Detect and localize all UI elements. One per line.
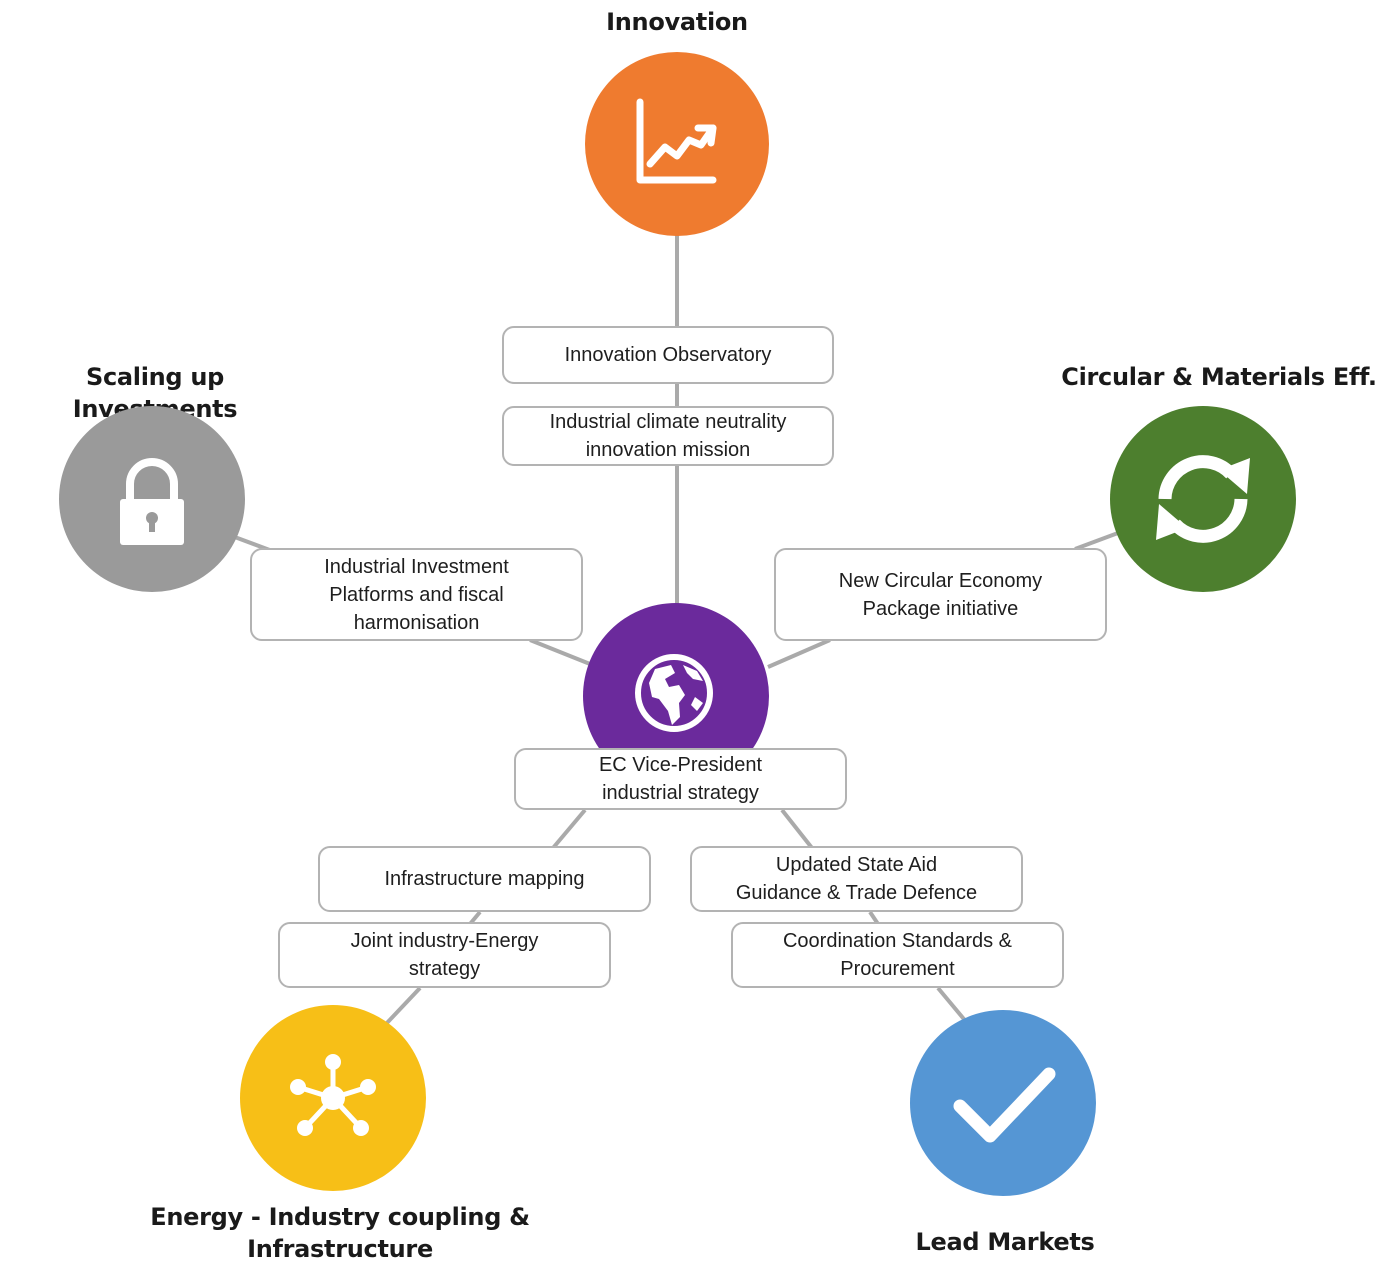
globe-icon [635,654,713,732]
connector-energy [383,986,422,1027]
box-climate-neutrality-mission: Industrial climate neutrality innovation… [502,406,834,466]
checkmark-icon [953,1067,1056,1143]
heading-energy-industry-coupling: Energy - Industry coupling & Infrastruct… [150,1203,530,1263]
connector-circular [1074,531,1119,551]
energy-industry-circle [240,1005,426,1191]
recycle-arrows-icon [1156,455,1250,543]
connector-package-center [767,638,831,669]
lead-markets-circle [910,1010,1096,1196]
box-circular-economy-package: New Circular Economy Package initiative [774,548,1107,641]
connector-platforms-center [529,638,591,666]
heading-circular-materials: Circular & Materials Eff. [1061,363,1377,391]
line-chart-icon [636,98,717,184]
scaling-investments-circle [59,406,245,592]
box-infrastructure-mapping: Infrastructure mapping [318,846,651,912]
box-state-aid-trade-defence: Updated State Aid Guidance & Trade Defen… [690,846,1023,912]
padlock-icon [120,458,184,545]
box-joint-industry-energy: Joint industry-Energy strategy [278,922,611,988]
connector-vp-left [551,808,587,850]
box-vice-president-strategy: EC Vice-President industrial strategy [514,748,847,810]
box-coordination-standards: Coordination Standards & Procurement [731,922,1064,988]
box-innovation-observatory: Innovation Observatory [502,326,834,384]
innovation-circle [585,52,769,236]
circular-materials-circle [1110,406,1296,592]
heading-lead-markets: Lead Markets [915,1228,1095,1256]
heading-innovation: Innovation [606,8,748,36]
connector-vp-right [780,808,814,850]
box-investment-platforms: Industrial Investment Platforms and fisc… [250,548,583,641]
network-hub-icon [290,1054,376,1136]
